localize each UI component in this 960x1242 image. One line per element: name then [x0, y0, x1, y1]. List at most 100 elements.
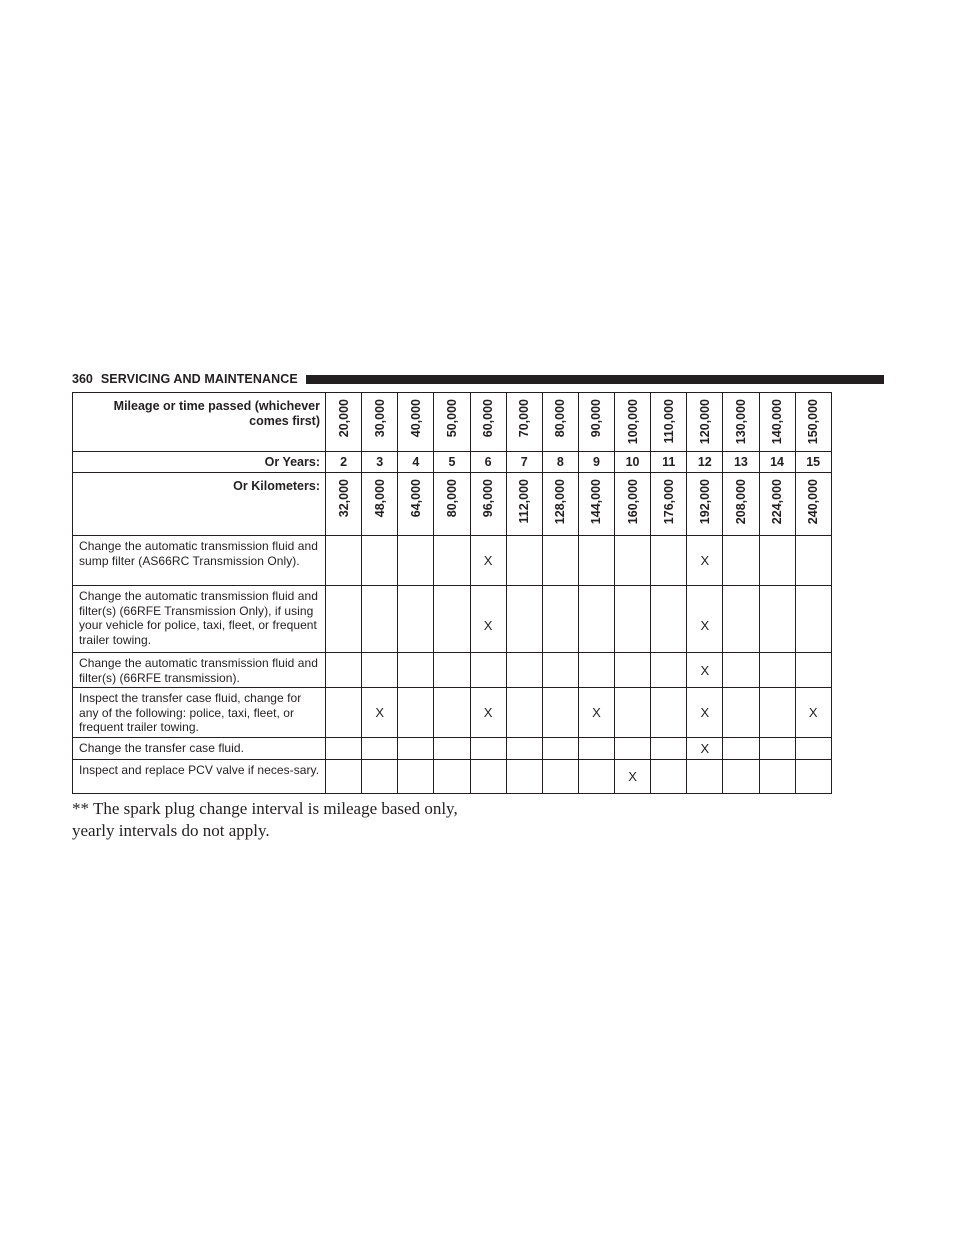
- schedule-mark-cell: [794, 758, 832, 794]
- kilometers-value: 208,000: [733, 479, 748, 525]
- kilometers-cell: 32,000: [324, 472, 363, 536]
- schedule-mark-cell: X: [686, 687, 724, 738]
- task-description: Change the transfer case fluid.: [72, 736, 326, 760]
- year-value: 6: [469, 451, 507, 473]
- schedule-mark-cell: [541, 736, 579, 760]
- schedule-mark-cell: [433, 758, 471, 794]
- kilometers-cell: 240,000: [794, 472, 832, 536]
- kilometers-cell: 176,000: [650, 472, 688, 536]
- kilometers-value: 224,000: [770, 479, 785, 525]
- schedule-mark-cell: [361, 736, 399, 760]
- schedule-mark: X: [592, 704, 601, 720]
- mileage-label-line2: comes first): [249, 414, 320, 428]
- schedule-mark-cell: X: [794, 687, 832, 738]
- year-value: 13: [722, 451, 760, 473]
- section-title: SERVICING AND MAINTENANCE: [100, 372, 298, 386]
- schedule-mark-cell: [541, 687, 579, 738]
- mileage-cell: 130,000: [722, 392, 760, 452]
- task-row: Inspect and replace PCV valve if neces-s…: [72, 758, 832, 794]
- mileage-value: 60,000: [481, 399, 496, 438]
- mileage-value: 120,000: [697, 399, 712, 445]
- task-description: Change the automatic transmission fluid …: [72, 535, 326, 586]
- schedule-mark-cell: X: [686, 585, 724, 653]
- schedule-mark-cell: [613, 687, 652, 738]
- kilometers-value: 112,000: [517, 479, 532, 524]
- kilometers-cell: 128,000: [541, 472, 579, 536]
- schedule-mark-cell: [361, 585, 399, 653]
- kilometers-value: 32,000: [336, 479, 351, 518]
- schedule-mark-cell: [577, 736, 616, 760]
- schedule-mark-cell: [794, 652, 832, 688]
- mileage-cell: 120,000: [686, 392, 724, 452]
- mileage-value: 80,000: [553, 399, 568, 438]
- mileage-cell: 20,000: [324, 392, 363, 452]
- schedule-mark-cell: [324, 652, 363, 688]
- mileage-cell: 110,000: [650, 392, 688, 452]
- schedule-mark-cell: [469, 736, 507, 760]
- year-value: 8: [541, 451, 579, 473]
- kilometers-cell: 224,000: [758, 472, 796, 536]
- kilometers-cell: 112,000: [505, 472, 543, 536]
- schedule-mark-cell: [505, 585, 543, 653]
- schedule-mark-cell: X: [686, 535, 724, 586]
- schedule-mark-cell: X: [686, 736, 724, 760]
- kilometers-label: Or Kilometers:: [72, 472, 326, 536]
- mileage-value: 140,000: [770, 399, 785, 445]
- footnote-line2: yearly intervals do not apply.: [72, 821, 270, 840]
- schedule-mark-cell: [541, 535, 579, 586]
- schedule-mark-cell: [541, 652, 579, 688]
- schedule-mark-cell: [433, 535, 471, 586]
- schedule-mark-cell: [758, 687, 796, 738]
- schedule-mark-cell: [650, 736, 688, 760]
- schedule-mark-cell: [758, 736, 796, 760]
- schedule-mark-cell: [541, 758, 579, 794]
- schedule-mark: X: [700, 553, 710, 568]
- schedule-mark-cell: [758, 535, 796, 586]
- schedule-mark-cell: [361, 758, 399, 794]
- kilometers-value: 80,000: [444, 479, 459, 518]
- schedule-mark: X: [483, 553, 493, 568]
- task-description: Change the automatic transmission fluid …: [72, 652, 326, 688]
- mileage-value: 40,000: [408, 399, 423, 438]
- schedule-mark-cell: [577, 535, 616, 586]
- kilometers-value: 176,000: [661, 479, 676, 525]
- kilometers-value: 192,000: [697, 479, 712, 525]
- year-value: 9: [577, 451, 616, 473]
- schedule-mark: X: [700, 704, 710, 720]
- schedule-mark-cell: [397, 652, 435, 688]
- schedule-mark-cell: X: [686, 652, 724, 688]
- schedule-mark-cell: [794, 535, 832, 586]
- schedule-mark-cell: [505, 535, 543, 586]
- schedule-mark-cell: [397, 758, 435, 794]
- task-description: Inspect the transfer case fluid, change …: [72, 687, 326, 738]
- kilometers-value: 144,000: [589, 479, 604, 525]
- schedule-mark-cell: [758, 585, 796, 653]
- schedule-mark-cell: [505, 652, 543, 688]
- mileage-value: 90,000: [589, 399, 604, 438]
- kilometers-value: 64,000: [408, 479, 423, 518]
- schedule-mark-cell: [613, 585, 652, 653]
- kilometers-cell: 208,000: [722, 472, 760, 536]
- page-number: 360: [72, 372, 93, 386]
- page-header: 360 SERVICING AND MAINTENANCE: [72, 372, 884, 386]
- footnote: ** The spark plug change interval is mil…: [72, 798, 458, 842]
- schedule-mark-cell: [433, 585, 471, 653]
- kilometers-value: 96,000: [481, 479, 496, 518]
- year-value: 7: [505, 451, 543, 473]
- schedule-mark-cell: X: [469, 585, 507, 653]
- schedule-mark-cell: [505, 736, 543, 760]
- mileage-value: 30,000: [372, 399, 387, 438]
- schedule-mark-cell: [613, 736, 652, 760]
- kilometers-cell: 192,000: [686, 472, 724, 536]
- schedule-mark-cell: [577, 652, 616, 688]
- schedule-mark-cell: [650, 652, 688, 688]
- kilometers-value: 240,000: [806, 479, 821, 525]
- task-row: Inspect the transfer case fluid, change …: [72, 687, 832, 738]
- schedule-mark-cell: [650, 758, 688, 794]
- mileage-value: 70,000: [517, 399, 532, 438]
- schedule-mark-cell: [722, 585, 760, 653]
- schedule-mark-cell: [433, 652, 471, 688]
- schedule-mark-cell: [758, 652, 796, 688]
- schedule-mark-cell: X: [361, 687, 399, 738]
